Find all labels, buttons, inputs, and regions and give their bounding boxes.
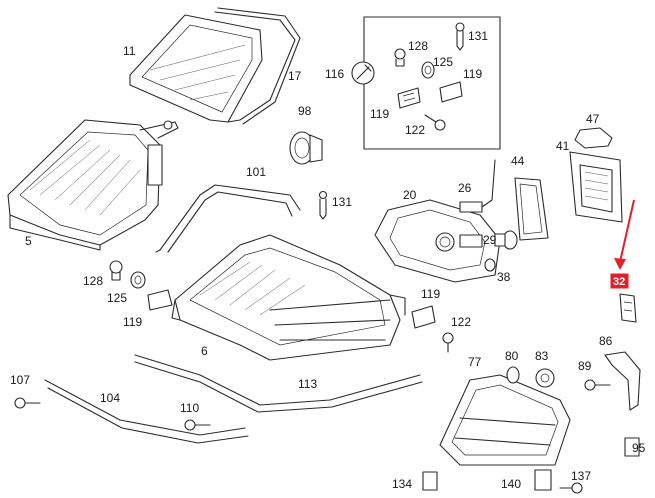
label-38: 38	[497, 270, 511, 284]
label-122-top: 122	[405, 123, 425, 137]
part-125-nut	[421, 61, 435, 79]
label-119-top: 119	[463, 67, 482, 81]
part-83-socket	[535, 368, 555, 388]
part-110-screw	[184, 419, 211, 431]
label-98: 98	[298, 104, 312, 118]
part-134-clip	[422, 471, 438, 491]
part-47-seal	[574, 127, 613, 149]
part-119-clip-left	[147, 289, 173, 311]
label-131-mid: 131	[332, 195, 352, 209]
part-122-screw-right	[442, 332, 454, 353]
label-125-top: 125	[433, 55, 453, 69]
part-101-bracket	[155, 184, 301, 253]
part-44-gasket	[514, 177, 549, 241]
label-77: 77	[468, 355, 482, 369]
label-5: 5	[25, 234, 32, 248]
label-137: 137	[571, 469, 591, 483]
part-6-lamp-unit	[171, 234, 406, 361]
label-17: 17	[288, 69, 302, 83]
part-140-clip	[534, 469, 552, 491]
label-119-left: 119	[123, 315, 142, 329]
label-20: 20	[403, 188, 417, 202]
label-32: 32	[613, 276, 625, 288]
label-107: 107	[10, 373, 30, 387]
label-29: 29	[483, 233, 497, 247]
part-32-clip	[619, 293, 637, 323]
label-89: 89	[578, 359, 592, 373]
label-119-box: 119	[370, 107, 389, 121]
label-128-top: 128	[408, 39, 428, 53]
part-128-clip	[394, 48, 406, 67]
part-137-screw	[559, 482, 583, 494]
part-95-clip	[624, 437, 640, 457]
part-29-bulb	[494, 230, 518, 250]
part-107-screw	[14, 397, 41, 409]
label-104: 104	[100, 391, 120, 405]
part-26-bulb	[459, 159, 496, 213]
part-122-screw	[424, 114, 446, 131]
label-47: 47	[586, 112, 600, 126]
label-140: 140	[501, 477, 521, 491]
label-125-left: 125	[107, 291, 127, 305]
label-95: 95	[632, 441, 646, 455]
part-89-screw	[584, 379, 611, 391]
part-80-bulb	[506, 366, 520, 384]
part-128-nut-left	[109, 260, 123, 281]
label-128-left: 128	[83, 274, 103, 288]
label-32-highlight	[610, 273, 629, 289]
highlight-arrow	[614, 199, 635, 270]
label-83: 83	[535, 349, 549, 363]
part-77-tail-lamp	[439, 374, 571, 466]
fastener-kit-box	[351, 16, 501, 150]
part-119-clip-right	[411, 305, 436, 329]
part-116-tool-icon	[351, 61, 375, 85]
part-41-frame	[569, 151, 623, 223]
label-26: 26	[458, 181, 472, 195]
label-41: 41	[556, 139, 570, 153]
label-131-top: 131	[468, 29, 488, 43]
part-104-trim-strip	[44, 379, 249, 444]
part-20-fog-lamp	[374, 199, 501, 283]
part-labels: 11 17 5 128 131 125 116 119 119 122 98 1…	[10, 29, 646, 491]
label-44: 44	[511, 154, 525, 168]
label-113: 113	[298, 377, 317, 391]
label-6: 6	[201, 344, 208, 358]
label-80: 80	[505, 349, 519, 363]
label-11: 11	[123, 44, 136, 58]
label-86: 86	[599, 334, 613, 348]
part-131-pin	[455, 22, 465, 51]
label-119-right: 119	[421, 287, 440, 301]
part-11-headlamp-glass	[129, 14, 263, 123]
part-98-leveling-motor	[289, 131, 323, 165]
part-119-clip	[397, 81, 463, 109]
label-122-right: 122	[451, 315, 471, 329]
part-113-trim-strip	[134, 354, 423, 413]
label-101: 101	[246, 165, 266, 179]
label-116: 116	[325, 67, 344, 81]
label-110: 110	[180, 401, 199, 415]
part-17-seal	[214, 7, 301, 125]
part-131-screw	[318, 190, 328, 220]
part-38-bulb	[484, 258, 496, 272]
label-134: 134	[392, 477, 412, 491]
part-5-headlamp-housing	[7, 119, 179, 251]
part-125-nut-left	[130, 271, 146, 289]
part-86-bracket	[604, 351, 641, 411]
